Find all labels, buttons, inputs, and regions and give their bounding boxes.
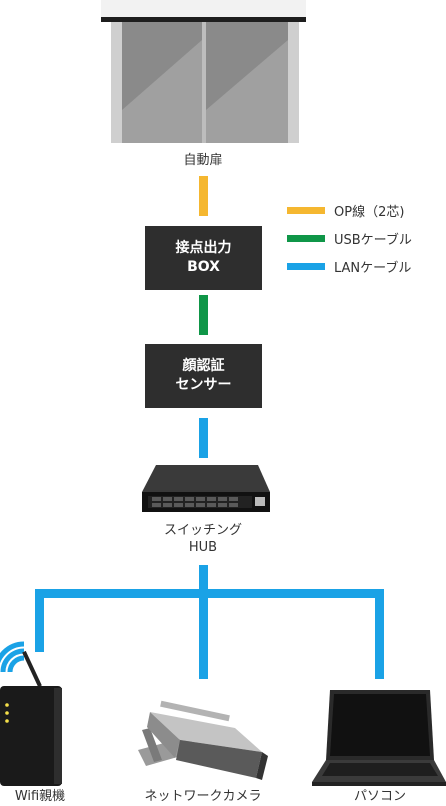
contact-output-box: 接点出力 BOX <box>145 226 262 290</box>
contact-output-box-line2: BOX <box>187 259 220 275</box>
lan-cable-drop-pc <box>375 589 384 679</box>
hub-label: スイッチング HUB <box>133 522 273 556</box>
legend-label-lan: LANケーブル <box>334 260 412 276</box>
legend-item-usb: USBケーブル <box>287 229 412 248</box>
usb-cable-line <box>199 295 208 335</box>
pc-label: パソコン <box>353 789 406 804</box>
router-label: Wifi親機 <box>14 789 66 804</box>
camera-label: ネットワークカメラ <box>144 789 262 804</box>
lan-cable-drop-camera <box>199 589 208 679</box>
hub-label-line2: HUB <box>188 540 218 555</box>
face-sensor-line2: センサー <box>175 377 232 393</box>
door-label: 自動扉 <box>183 153 223 168</box>
lan-cable-branch <box>35 589 384 598</box>
lan-cable-line-hub-down <box>199 565 208 598</box>
face-sensor-line1: 顔認証 <box>182 358 225 374</box>
lan-cable-line-sensor-hub <box>199 418 208 458</box>
legend-item-op: OP線（2芯) <box>287 201 405 220</box>
legend-swatch-op <box>287 206 325 214</box>
hub-label-line1: スイッチング <box>163 523 242 538</box>
legend-label-usb: USBケーブル <box>334 232 412 248</box>
lan-cable-drop-router <box>35 589 44 652</box>
legend-swatch-lan <box>287 262 325 270</box>
contact-output-box-line1: 接点出力 <box>175 240 232 256</box>
legend-item-lan: LANケーブル <box>287 257 412 276</box>
legend-label-op: OP線（2芯) <box>334 204 405 220</box>
op-cable-line <box>199 176 208 216</box>
face-recognition-sensor-box: 顔認証 センサー <box>145 344 262 408</box>
legend-swatch-usb <box>287 234 325 242</box>
